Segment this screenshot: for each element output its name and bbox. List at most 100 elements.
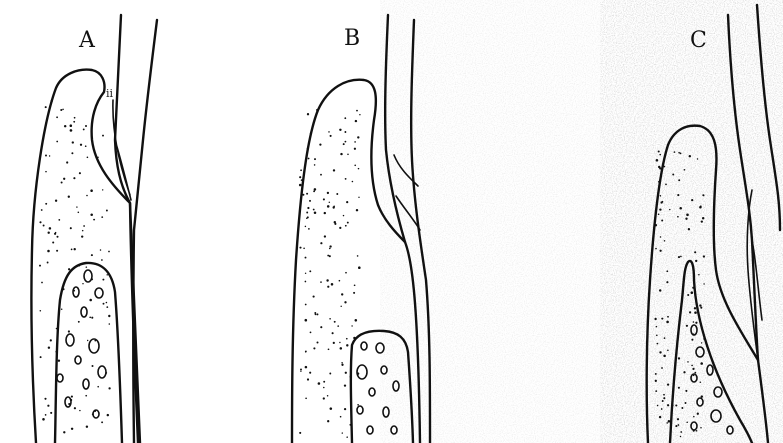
stipple-dot (667, 350, 669, 352)
stipple-dot (68, 403, 70, 405)
stipple-dot (109, 323, 111, 325)
stipple-dot (349, 424, 351, 426)
stipple-dot (668, 420, 671, 423)
stipple-dot (327, 286, 329, 288)
stipple-dot (78, 321, 80, 323)
stipple-dot (320, 174, 322, 176)
stipple-dot (660, 236, 661, 237)
stipple-dot (663, 166, 665, 168)
stipple-dot (659, 250, 661, 252)
stipple-dot (356, 110, 358, 112)
stipple-dot (55, 200, 57, 202)
stipple-dot (689, 311, 691, 313)
stipple-dot (330, 407, 333, 410)
stipple-dot (327, 255, 329, 257)
stipple-dot (92, 413, 94, 415)
stipple-dot (73, 177, 75, 179)
stipple-dot (299, 176, 301, 178)
stipple-dot (662, 201, 664, 203)
stipple-dot (677, 194, 679, 196)
stipple-dot (71, 396, 73, 398)
stipple-dot (675, 404, 677, 406)
stipple-dot (667, 404, 669, 406)
stipple-dot (60, 109, 62, 111)
stipple-dot (661, 408, 663, 410)
stipple-dot (91, 278, 93, 280)
stipple-dot (357, 372, 360, 375)
stipple-dot (702, 194, 704, 196)
stipple-dot (687, 361, 689, 363)
stipple-dot (307, 148, 309, 150)
panel-label-c: C (690, 30, 707, 52)
stipple-dot (345, 372, 347, 374)
stipple-dot (107, 414, 109, 416)
stipple-dot (45, 171, 47, 173)
stipple-dot (299, 432, 301, 434)
stipple-dot (662, 400, 664, 402)
stipple-dot (344, 117, 346, 119)
stipple-dot (307, 216, 309, 218)
stipple-dot (354, 148, 356, 150)
stipple-dot (354, 284, 356, 286)
stipple-dot (659, 154, 661, 156)
stipple-dot (678, 256, 680, 258)
stipple-dot (73, 121, 75, 123)
stipple-dot (672, 390, 674, 392)
stipple-dot (313, 347, 315, 349)
stipple-dot (681, 407, 683, 409)
stipple-dot (675, 425, 677, 427)
stipple-dot (323, 198, 325, 200)
stipple-dot (76, 206, 77, 207)
stipple-dot (82, 230, 84, 232)
stipple-dot (685, 402, 687, 404)
stipple-dot (45, 106, 47, 108)
stipple-dot (355, 319, 358, 322)
stipple-dot (62, 288, 64, 290)
stipple-dot (315, 314, 317, 316)
stipple-dot (678, 152, 680, 154)
stipple-dot (320, 242, 322, 244)
stipple-dot (657, 343, 659, 345)
stipple-dot (333, 169, 335, 171)
stipple-dot (691, 339, 693, 341)
stipple-dot (340, 347, 343, 350)
stipple-dot (97, 160, 99, 162)
stipple-dot (97, 157, 98, 158)
stipple-dot (327, 420, 329, 422)
stipple-dot (680, 431, 682, 433)
stipple-dot (106, 302, 108, 304)
stipple-dot (44, 398, 46, 400)
stipple-dot (318, 382, 321, 385)
stipple-dot (336, 193, 338, 195)
stipple-dot (78, 212, 80, 214)
stipple-dot (656, 335, 658, 337)
stipple-dot (699, 304, 701, 306)
stipple-dot (678, 357, 680, 359)
stipple-dot (326, 279, 328, 281)
stipple-dot (330, 135, 332, 137)
stipple-dot (674, 151, 676, 153)
stipple-dot (333, 206, 335, 208)
stipple-dot (45, 203, 47, 205)
stipple-dot (47, 405, 49, 407)
stipple-dot (310, 133, 312, 135)
stipple-dot (307, 207, 309, 209)
stipple-dot (62, 109, 63, 110)
stipple-dot (346, 436, 348, 438)
stipple-dot (685, 390, 687, 392)
stipple-dot (327, 192, 329, 194)
stipple-dot (680, 256, 682, 258)
stipple-dot (354, 164, 356, 166)
stipple-dot (671, 404, 673, 406)
stipple-dot (300, 370, 301, 371)
stipple-dot (669, 209, 670, 210)
stipple-dot (358, 197, 359, 198)
stipple-dot (694, 251, 696, 253)
stipple-dot (331, 283, 334, 286)
panel-label-a: A (79, 30, 95, 52)
stipple-dot (332, 332, 334, 334)
stipple-dot (94, 410, 96, 412)
stipple-dot (83, 225, 85, 227)
stipple-dot (78, 265, 80, 267)
stipple-dot (694, 307, 696, 309)
